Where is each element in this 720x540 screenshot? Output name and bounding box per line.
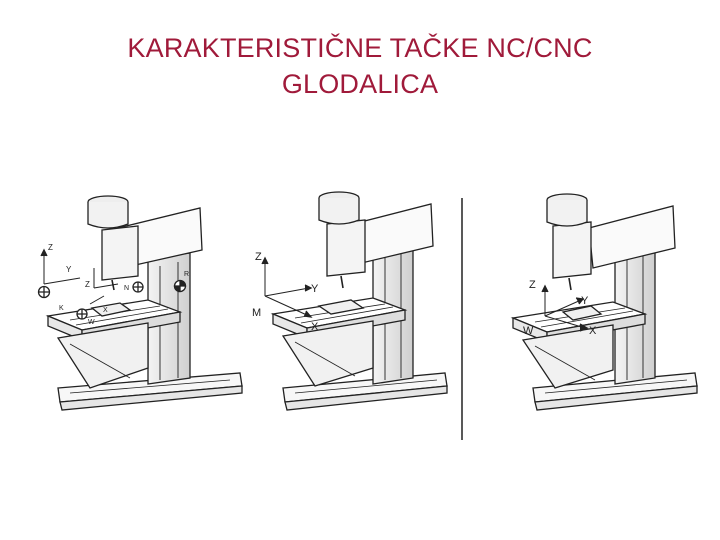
left-point-w-label: W xyxy=(88,319,95,326)
right-point-w-label: W xyxy=(523,325,534,337)
milling-machines-figure: Z Y Z K W N R X Z Y X M xyxy=(30,188,700,448)
title-line-2: GLODALICA xyxy=(281,69,439,99)
left-milling-machine: Z Y Z K W N R X xyxy=(37,195,243,411)
left-point-k-label: K xyxy=(59,305,64,312)
left-point-r-label: R xyxy=(184,271,189,278)
middle-axis-z-label: Z xyxy=(255,251,262,263)
left-axis-x-label: X xyxy=(103,307,108,314)
right-milling-machine: Z Y X W xyxy=(510,193,698,411)
left-axis-zero-z-label: Z xyxy=(85,280,90,289)
left-point-n-label: N xyxy=(124,285,129,292)
left-axis-y-label: Y xyxy=(66,265,72,274)
left-axis-z-label: Z xyxy=(48,243,53,252)
middle-axis-y-label: Y xyxy=(311,283,319,295)
middle-point-m-label: M xyxy=(252,307,261,319)
right-axis-z-label: Z xyxy=(529,279,536,291)
right-axis-x-label: X xyxy=(589,325,597,337)
slide-title: KARAKTERISTIČNE TAČKE NC/CNC GLODALICA xyxy=(0,30,720,102)
title-line-1: KARAKTERISTIČNE TAČKE NC/CNC xyxy=(127,33,593,63)
middle-axis-x-label: X xyxy=(311,321,319,333)
right-axis-y-label: Y xyxy=(581,295,589,307)
middle-milling-machine: Z Y X M xyxy=(252,191,448,411)
